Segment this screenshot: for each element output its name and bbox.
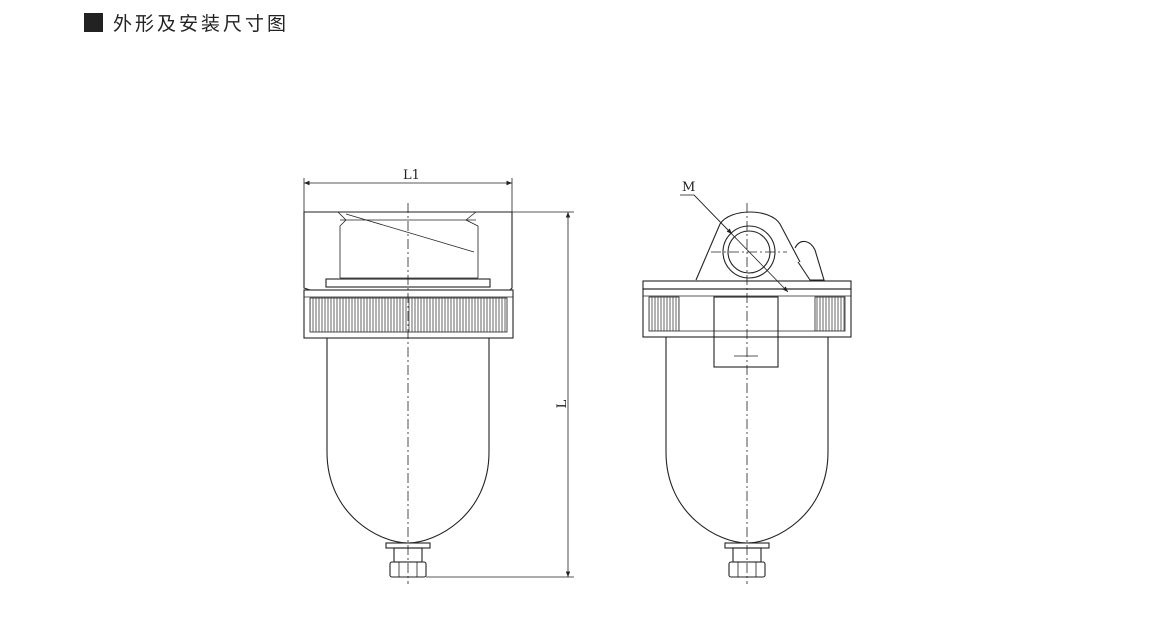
front-thread-line — [345, 213, 475, 253]
square-bullet-icon — [84, 12, 103, 32]
side-knurling-left — [648, 296, 680, 332]
dimension-l-label: L — [555, 399, 570, 408]
side-knurling-right — [814, 296, 846, 332]
dimension-m-label: M — [682, 180, 695, 195]
side-mount-bracket — [713, 296, 779, 368]
dimension-l1-label: L1 — [403, 168, 420, 183]
section-header: 外形及安装尺寸图 — [84, 10, 290, 35]
front-view — [303, 203, 514, 584]
front-lock-ring — [303, 289, 514, 339]
side-view — [642, 203, 852, 584]
dimension-m: M — [680, 180, 789, 293]
side-port-boss — [695, 211, 801, 281]
front-knurling — [309, 297, 508, 333]
dimension-l: L — [426, 211, 574, 578]
section-title: 外形及安装尺寸图 — [113, 12, 290, 35]
dimension-l1: L1 — [303, 168, 513, 212]
